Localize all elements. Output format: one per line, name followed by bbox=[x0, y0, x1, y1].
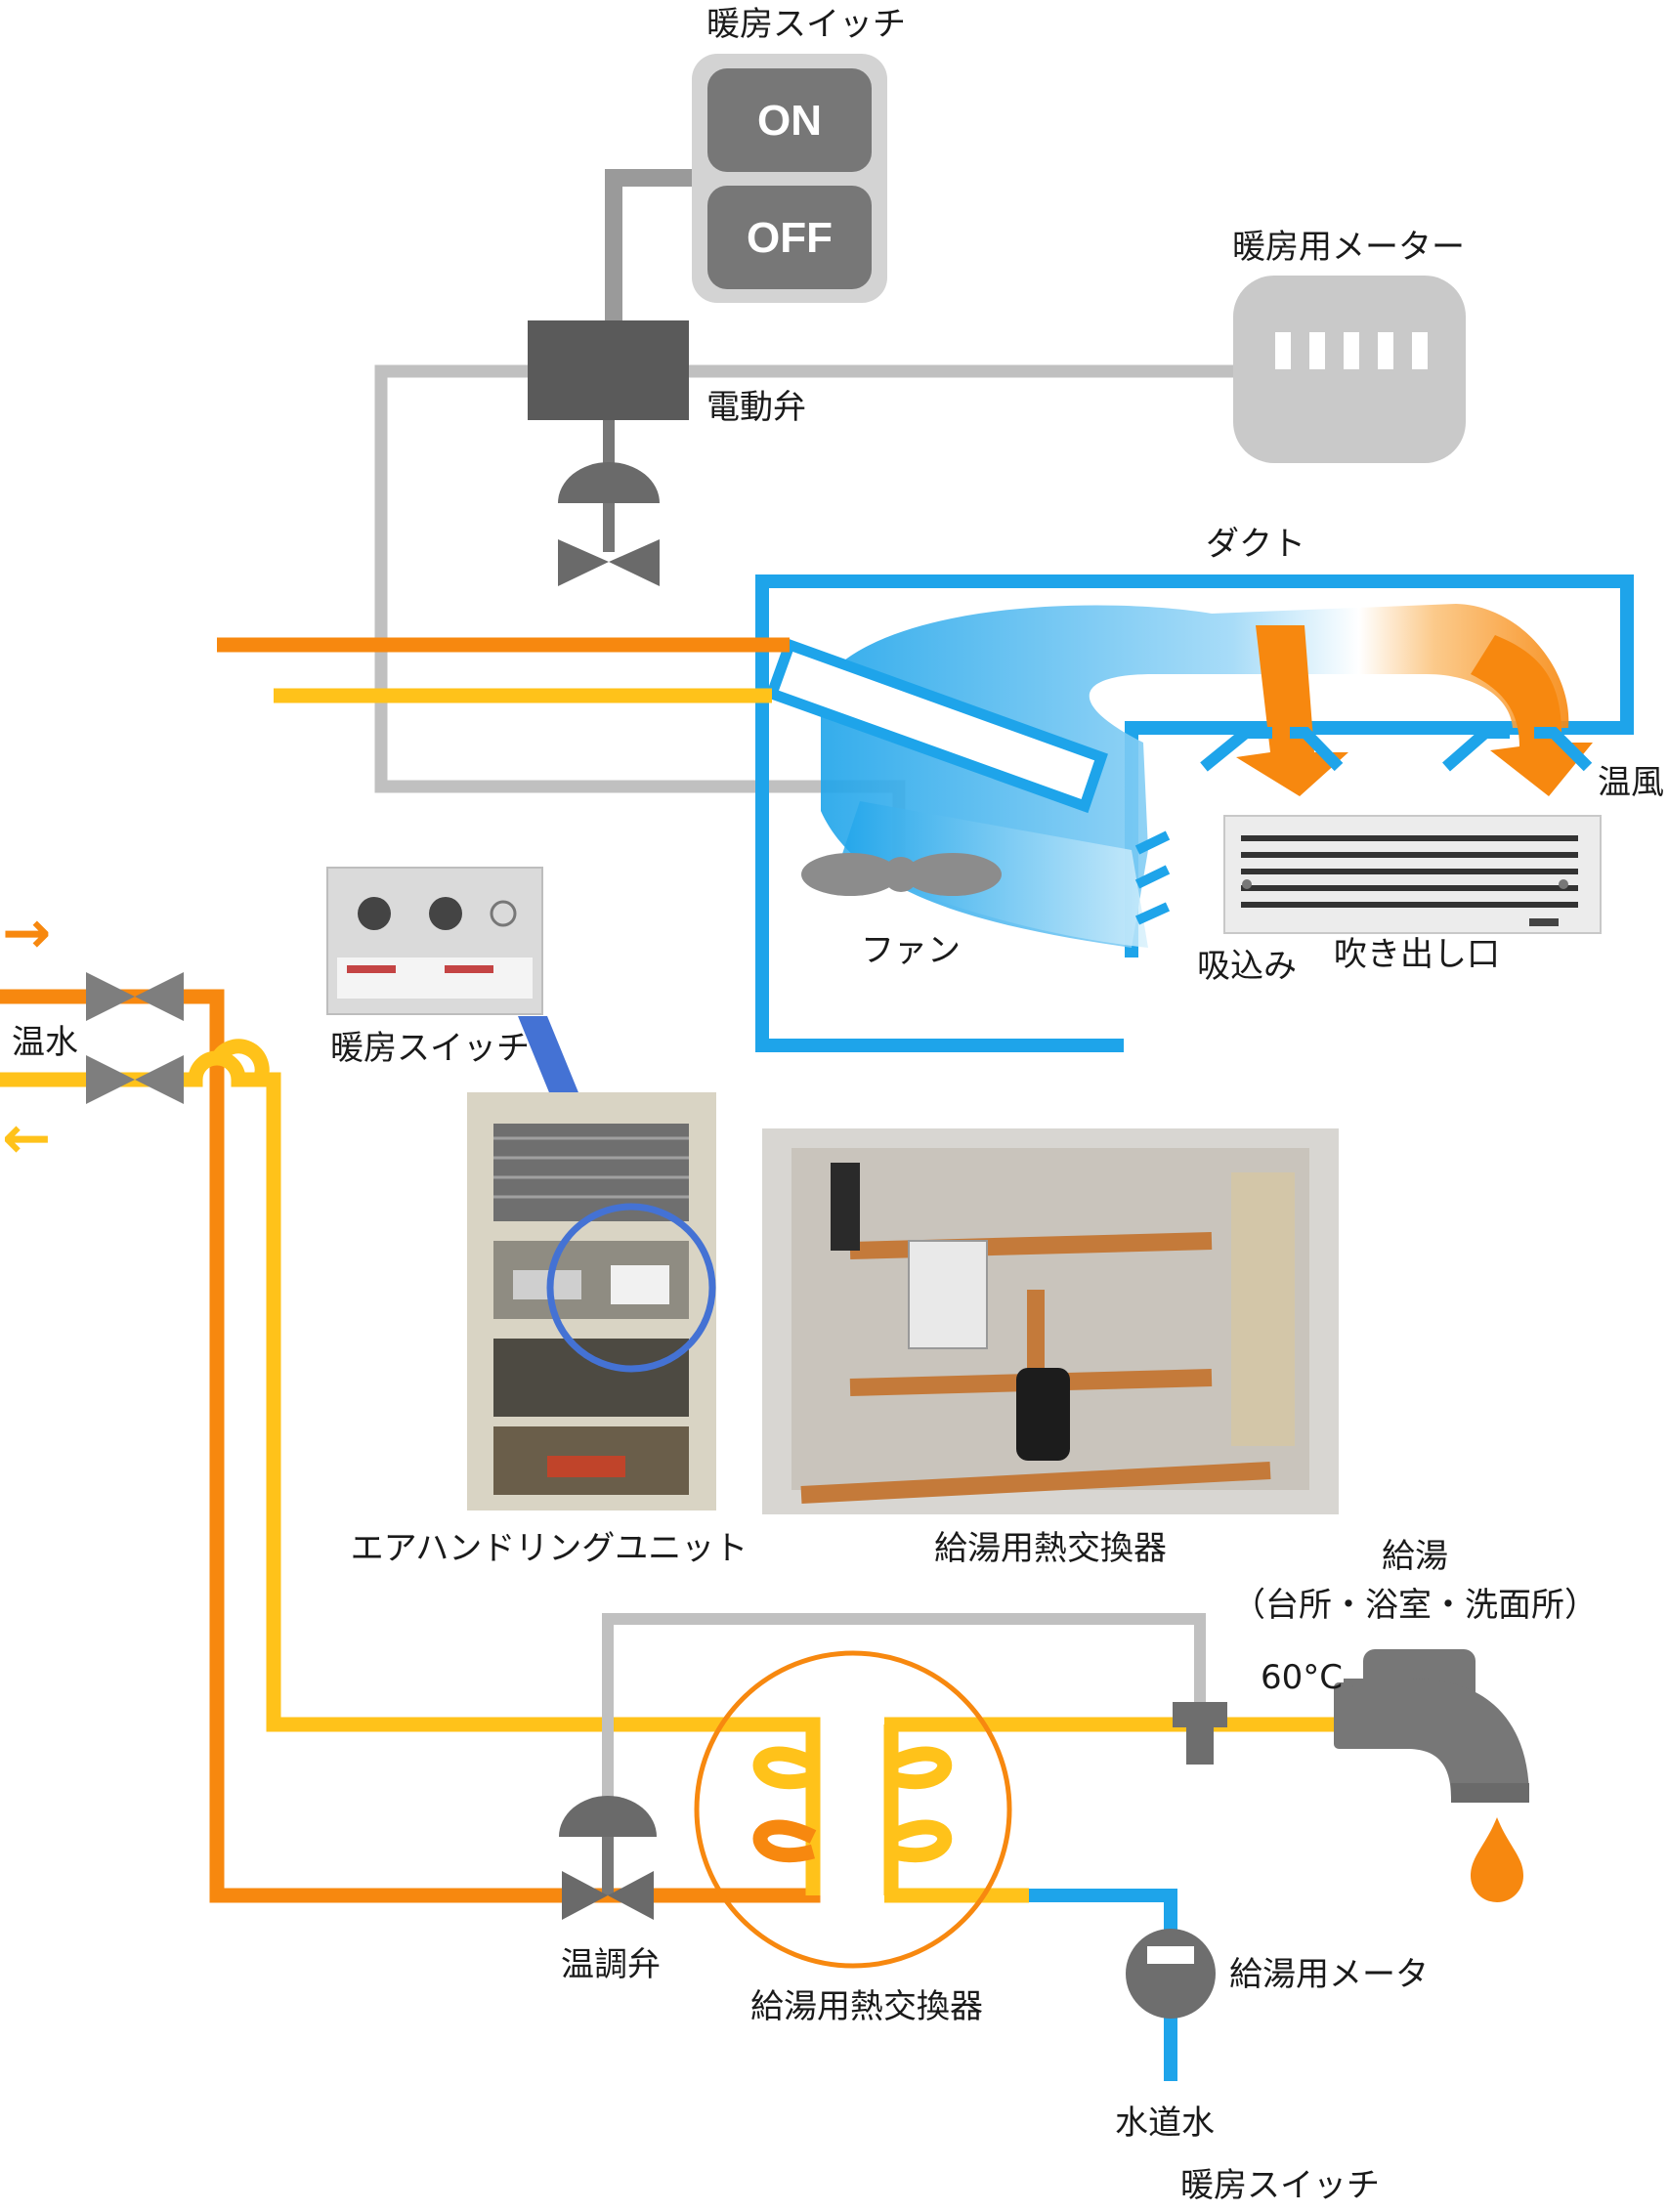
supply-label: 給湯 bbox=[1382, 1537, 1448, 1576]
off-label: OFF bbox=[747, 214, 833, 262]
faucet-icon bbox=[1334, 1649, 1529, 1803]
heating-switch-title: 暖房スイッチ bbox=[706, 5, 906, 44]
intake-label: 吸込み bbox=[1197, 947, 1297, 986]
tap-water-label: 水道水 bbox=[1115, 2104, 1215, 2143]
heating-switch-photo bbox=[327, 868, 542, 1014]
switch-photo-label: 暖房スイッチ bbox=[330, 1029, 530, 1068]
fan-icon bbox=[801, 853, 1002, 896]
hx-secondary-coil bbox=[891, 1754, 945, 1855]
warm-air-label: 温風 bbox=[1598, 763, 1664, 802]
ahu-photo bbox=[467, 1092, 716, 1510]
heat-exchanger-circle bbox=[697, 1653, 1009, 1966]
heating-meter bbox=[1233, 276, 1466, 463]
intake-slats bbox=[1137, 835, 1168, 920]
hx-photo bbox=[762, 1128, 1339, 1514]
motor-valve-label: 電動弁 bbox=[706, 388, 806, 427]
outflow-arrow-icon: ← bbox=[2, 1104, 51, 1172]
hx-label: 給湯用熱交換器 bbox=[750, 1987, 983, 2026]
temp-sensor bbox=[1173, 1702, 1227, 1765]
hx-primary-coil bbox=[760, 1754, 813, 1855]
on-label: ON bbox=[757, 97, 822, 145]
supply-sub-label: （台所・浴室・洗面所） bbox=[1232, 1586, 1598, 1625]
switch-wire bbox=[614, 178, 692, 324]
inflow-arrow-icon: → bbox=[2, 899, 51, 967]
water-meter bbox=[1126, 1929, 1216, 2019]
temp-label: 60°C bbox=[1261, 1658, 1343, 1697]
heating-switch-panel: ON OFF bbox=[692, 54, 887, 303]
outlet-label: 吹き出し口 bbox=[1334, 935, 1500, 974]
warm-air-arrow-2 bbox=[1471, 635, 1593, 796]
outlet-grille-image bbox=[1224, 816, 1601, 933]
heating-switch-bottom-label: 暖房スイッチ bbox=[1180, 2166, 1380, 2205]
ahu-label: エアハンドリングユニット bbox=[351, 1529, 748, 1568]
supply-meter-label: 給湯用メータ bbox=[1229, 1955, 1429, 1994]
water-drop-icon bbox=[1471, 1817, 1523, 1902]
hot-water-label: 温水 bbox=[12, 1023, 78, 1062]
motor-valve bbox=[528, 320, 689, 586]
heating-meter-label: 暖房用メーター bbox=[1232, 228, 1465, 267]
temp-valve-label: 温調弁 bbox=[561, 1945, 661, 1984]
duct-label: ダクト bbox=[1206, 525, 1305, 564]
fan-label: ファン bbox=[861, 931, 961, 970]
hx-photo-label: 給湯用熱交換器 bbox=[934, 1529, 1167, 1568]
